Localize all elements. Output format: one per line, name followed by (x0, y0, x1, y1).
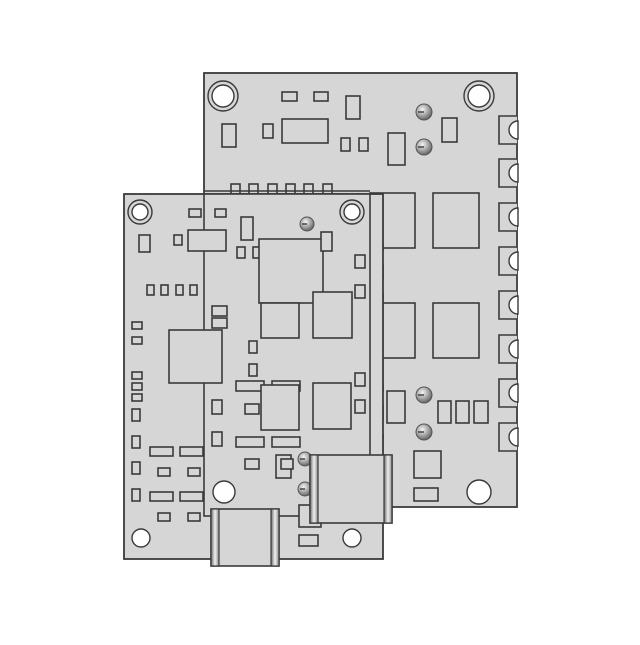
coil-components (210, 454, 393, 567)
smd-pad (260, 384, 300, 431)
smd-pad (131, 408, 141, 422)
smd-pad (240, 216, 254, 241)
castellated-hole (508, 295, 519, 315)
coil-body (210, 508, 280, 567)
smd-pad (413, 450, 442, 479)
smd-pad (312, 291, 353, 339)
smd-pad (187, 512, 201, 522)
smd-pad (211, 305, 228, 317)
smd-pad (179, 446, 204, 457)
castellated-hole (508, 251, 519, 271)
smd-pad (179, 491, 204, 502)
smd-pad (235, 436, 265, 448)
smd-pad (413, 487, 439, 502)
drill-hole (131, 528, 151, 548)
smd-pad (149, 491, 174, 502)
smd-pad (248, 340, 258, 354)
coil-end-right (383, 454, 393, 524)
smd-pad (312, 382, 352, 430)
smd-pad (455, 400, 470, 424)
coil-end-left (309, 454, 319, 524)
smd-pad (131, 371, 143, 380)
smd-pad (157, 467, 171, 477)
smd-pad (271, 436, 301, 448)
coil-end-left (210, 508, 220, 567)
smd-pad (281, 118, 329, 144)
castellated-hole (508, 163, 519, 183)
smd-pad (262, 123, 274, 139)
smd-pad (354, 399, 366, 414)
castellated-hole (508, 120, 519, 140)
mount-hole (467, 84, 491, 108)
front-board (123, 193, 384, 560)
mount-hole (343, 203, 361, 221)
smd-pad (131, 488, 141, 502)
smd-pad (387, 132, 406, 166)
smd-pad (386, 390, 406, 424)
drill-hole (212, 480, 236, 504)
smd-pad (187, 229, 227, 252)
smd-pad (473, 400, 489, 424)
mount-hole (211, 84, 235, 108)
smd-pad (168, 329, 223, 384)
drill-hole (342, 528, 362, 548)
smd-pad (358, 137, 369, 152)
castellated-hole (508, 207, 519, 227)
smd-pad (189, 284, 198, 296)
smd-pad (131, 461, 141, 475)
smd-pad (175, 284, 184, 296)
smd-pad (281, 91, 298, 102)
mount-hole (131, 203, 149, 221)
smd-pad (131, 336, 143, 345)
smd-pad (235, 380, 265, 392)
smd-pad (244, 458, 260, 470)
smd-pad (354, 284, 366, 299)
smd-pad (157, 512, 171, 522)
smd-pad (131, 382, 143, 391)
smd-pad (236, 246, 246, 259)
coil-end-right (270, 508, 280, 567)
smd-pad (260, 302, 300, 339)
smd-pad (432, 302, 480, 359)
smd-pad (149, 446, 174, 457)
drill-hole (466, 479, 492, 505)
smd-pad (211, 399, 223, 415)
smd-pad (160, 284, 169, 296)
smd-pad (211, 317, 228, 329)
smd-pad (146, 284, 155, 296)
castellated-hole (508, 383, 519, 403)
smd-pad (188, 208, 202, 218)
smd-pad (313, 91, 329, 102)
smd-pad (345, 95, 361, 120)
smd-pad (248, 363, 258, 377)
smd-pad (354, 372, 366, 387)
castellated-hole (508, 427, 519, 447)
smd-pad (441, 117, 458, 143)
smd-pad (214, 208, 227, 218)
smd-pad (131, 321, 143, 330)
smd-pad (211, 431, 223, 447)
smd-pad (437, 400, 452, 424)
castellated-hole (508, 339, 519, 359)
smd-pad (221, 123, 237, 148)
smd-pad (187, 467, 201, 477)
smd-pad (138, 234, 151, 253)
smd-pad (354, 254, 366, 269)
smd-pad (432, 192, 480, 249)
smd-pad (340, 137, 351, 152)
smd-pad (173, 234, 183, 246)
smd-pad (320, 231, 333, 252)
coil-body (309, 454, 393, 524)
smd-pad (244, 403, 260, 415)
smd-pad (298, 534, 319, 547)
smd-pad (131, 393, 143, 402)
smd-pad (131, 435, 141, 449)
smd-pad (280, 458, 294, 470)
